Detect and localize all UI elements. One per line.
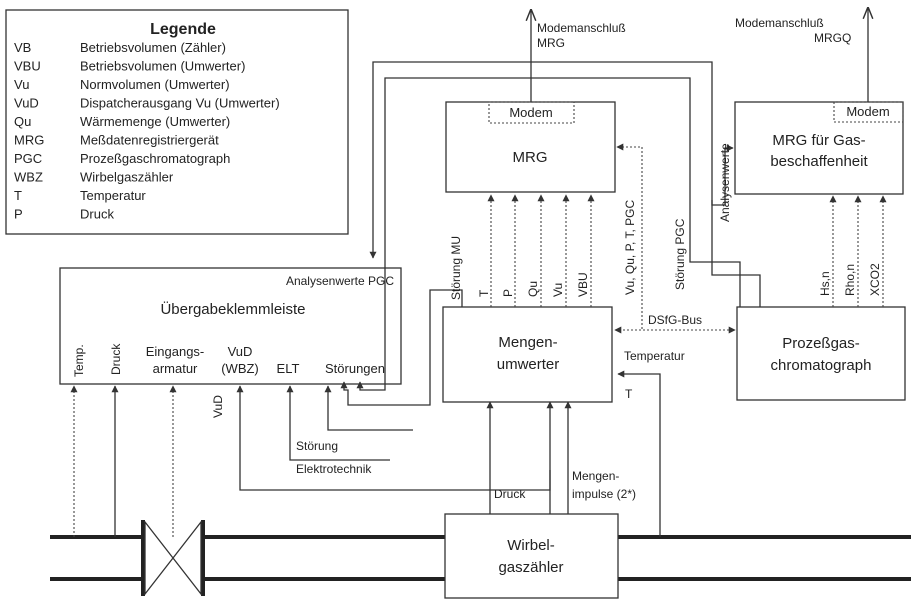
- mrg-gas-box: Modem MRG für Gas- beschaffenheit: [734, 101, 904, 195]
- svg-text:T: T: [477, 289, 491, 297]
- mrg-gas-title-line1: MRG für Gas-: [772, 132, 865, 149]
- terminal-eingang-label2: armatur: [153, 361, 198, 376]
- druck-line: Druck: [486, 401, 526, 514]
- temperatur-line: Temperatur T: [617, 349, 685, 537]
- svg-text:P: P: [501, 289, 515, 297]
- legend-abbr: PGC: [14, 151, 42, 166]
- pgc-title-line2: chromatograph: [771, 357, 872, 374]
- pgc-title-line1: Prozeßgas-: [782, 335, 860, 352]
- svg-text:Qu: Qu: [526, 281, 540, 297]
- wirbel-box: Wirbel- gaszähler: [444, 513, 619, 599]
- legend-abbr: WBZ: [14, 170, 43, 185]
- svg-text:Mengen-: Mengen-: [572, 469, 619, 483]
- legend-description: Temperatur: [80, 188, 146, 203]
- legend-description: Wärmemenge (Umwerter): [80, 114, 230, 129]
- pgc-box: Prozeßgas- chromatograph: [736, 306, 906, 401]
- wirbel-title-line1: Wirbel-: [507, 537, 555, 554]
- svg-text:T: T: [625, 387, 633, 401]
- klemmleiste-analysis-label: Analysenwerte PGC: [286, 274, 394, 288]
- svg-text:DSfG-Bus: DSfG-Bus: [648, 313, 702, 327]
- svg-text:Modemanschluß: Modemanschluß: [537, 21, 626, 35]
- umwerter-title-line1: Mengen-: [498, 334, 557, 351]
- vud-line: VuD: [211, 385, 551, 491]
- legend-abbr: MRG: [14, 133, 44, 148]
- analysenwerte-pgc-line: [369, 61, 761, 307]
- svg-text:Analysenwerte: Analysenwerte: [718, 143, 732, 222]
- legend-description: Betriebsvolumen (Umwerter): [80, 59, 245, 74]
- svg-text:Druck: Druck: [494, 487, 526, 501]
- signal-lines-umwerter-mrg: T P Qu Vu VBU: [477, 194, 595, 307]
- umwerter-title-line2: umwerter: [497, 356, 560, 373]
- svg-text:Modemanschluß: Modemanschluß: [735, 16, 824, 30]
- legend-abbr: T: [14, 188, 22, 203]
- svg-text:Elektrotechnik: Elektrotechnik: [296, 462, 372, 476]
- stoerung-pgc-line: Störung PGC: [356, 77, 741, 391]
- mrg-title: MRG: [513, 149, 548, 166]
- elt-line: Störung Elektrotechnik: [286, 385, 413, 476]
- analysenwerte-line: Analysenwerte: [711, 143, 734, 222]
- terminal-temp-label: Temp.: [72, 344, 86, 377]
- svg-text:VBU: VBU: [576, 272, 590, 297]
- mrg-gas-title-line2: beschaffenheit: [770, 153, 868, 170]
- terminal-druck-label: Druck: [109, 343, 123, 375]
- mrg-gas-modem-label: Modem: [846, 104, 889, 119]
- svg-text:Vu, Qu, P, T, PGC: Vu, Qu, P, T, PGC: [623, 200, 637, 295]
- klemmleiste-box: Analysenwerte PGC Übergabeklemmleiste Te…: [59, 267, 402, 385]
- signal-lines-pgc-mrg-gas: Hs,n Rho,n XCO2: [818, 195, 887, 307]
- legend-description: Normvolumen (Umwerter): [80, 77, 230, 92]
- svg-text:Rho,n: Rho,n: [843, 264, 857, 296]
- legend-description: Druck: [80, 207, 114, 222]
- legend-rows: VB Betriebsvolumen (Zähler) VBU Betriebsvol…: [14, 40, 280, 222]
- terminal-stoerungen-label: Störungen: [325, 361, 385, 376]
- wirbel-title-line2: gaszähler: [498, 559, 563, 576]
- legend-description: Wirbelgaszähler: [80, 170, 174, 185]
- svg-text:MRG: MRG: [537, 36, 565, 50]
- legend-title: Legende: [150, 21, 216, 38]
- valve-symbol: [144, 520, 202, 596]
- legend-abbr: VBU: [14, 59, 41, 74]
- legend-abbr: VuD: [14, 96, 39, 111]
- terminal-vud-label1: VuD: [228, 344, 253, 359]
- terminal-elt-label: ELT: [277, 361, 300, 376]
- legend-abbr: Vu: [14, 77, 29, 92]
- mrg-modem-label: Modem: [509, 105, 552, 120]
- svg-text:Störung PGC: Störung PGC: [673, 218, 687, 290]
- svg-text:XCO2: XCO2: [868, 263, 882, 296]
- svg-text:VuD: VuD: [211, 395, 225, 418]
- klemmleiste-title: Übergabeklemmleiste: [160, 300, 305, 318]
- svg-text:Störung: Störung: [296, 439, 338, 453]
- legend-description: Betriebsvolumen (Zähler): [80, 40, 226, 55]
- modem-connection-mrgq: Modemanschluß MRGQ: [735, 8, 868, 102]
- svg-text:Störung MU: Störung MU: [449, 236, 463, 300]
- mrg-box: Modem MRG: [445, 101, 616, 193]
- legend-box: Legende VB Betriebsvolumen (Zähler) VBU Bet…: [5, 9, 349, 235]
- svg-text:Temperatur: Temperatur: [624, 349, 685, 363]
- svg-text:Hs,n: Hs,n: [818, 271, 832, 296]
- terminal-vud-label2: (WBZ): [221, 361, 259, 376]
- legend-description: Dispatcherausgang Vu (Umwerter): [80, 96, 280, 111]
- dsfg-bus: Vu, Qu, P, T, PGC DSfG-Bus: [614, 143, 736, 334]
- legend-abbr: Qu: [14, 114, 31, 129]
- terminal-inputs: [70, 385, 177, 537]
- legend-abbr: VB: [14, 40, 31, 55]
- modem-connection-mrg: Modemanschluß MRG: [531, 10, 626, 102]
- mengenimpulse-lines: Mengen- impulse (2*): [546, 401, 636, 514]
- svg-text:impulse (2*): impulse (2*): [572, 487, 636, 501]
- legend-description: Prozeßgaschromatograph: [80, 151, 230, 166]
- stoerung-mu-line: Störung MU: [340, 236, 463, 406]
- legend-description: Meßdatenregistriergerät: [80, 133, 219, 148]
- umwerter-box: Mengen- umwerter: [442, 306, 613, 403]
- svg-text:MRGQ: MRGQ: [814, 31, 851, 45]
- legend-abbr: P: [14, 207, 23, 222]
- pipeline: [50, 520, 911, 596]
- svg-text:Vu: Vu: [551, 283, 565, 297]
- terminal-eingang-label1: Eingangs-: [146, 344, 205, 359]
